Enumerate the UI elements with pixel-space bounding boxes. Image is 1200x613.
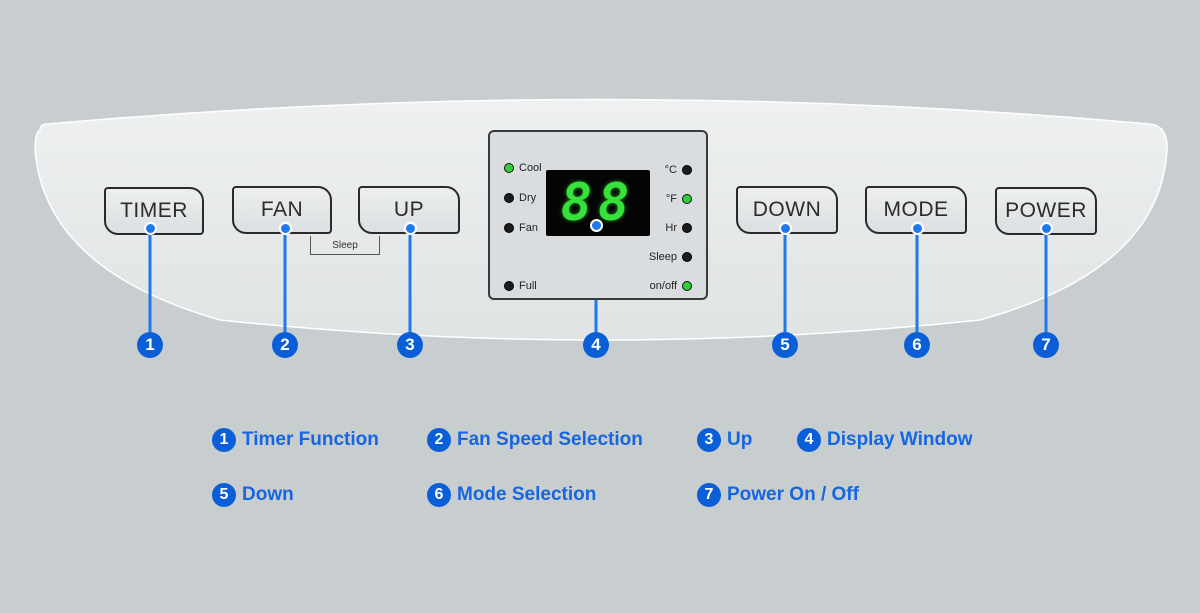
callout-anchor-5: [779, 222, 792, 235]
timer-button[interactable]: TIMER: [104, 187, 204, 235]
callout-anchor-6: [911, 222, 924, 235]
legend-item-3: 3 Up: [697, 428, 752, 452]
indicator-hr-label: Hr: [665, 222, 677, 234]
callout-badge-6: 6: [904, 332, 930, 358]
callout-badge-2: 2: [272, 332, 298, 358]
callout-anchor-4: [590, 219, 603, 232]
indicator-fan-label: Fan: [519, 222, 538, 234]
legend-text-5: Down: [242, 484, 294, 505]
callout-badge-1: 1: [137, 332, 163, 358]
callout-anchor-7: [1040, 222, 1053, 235]
legend-item-2: 2 Fan Speed Selection: [427, 428, 643, 452]
legend-text-4: Display Window: [827, 429, 973, 450]
indicator-celsius-led: [682, 165, 692, 175]
callout-anchor-3: [404, 222, 417, 235]
callout-badge-4: 4: [583, 332, 609, 358]
indicator-fan: Fan: [504, 222, 538, 234]
indicator-hr-led: [682, 223, 692, 233]
legend-text-3: Up: [727, 429, 753, 450]
callout-anchor-1: [144, 222, 157, 235]
legend-badge-1: 1: [212, 428, 236, 452]
legend-text-7: Power On / Off: [727, 484, 859, 505]
indicator-cool-led: [504, 163, 514, 173]
sleep-bracket-label: Sleep: [332, 239, 358, 251]
legend-item-5: 5 Down: [212, 483, 294, 507]
indicator-cool-label: Cool: [519, 162, 542, 174]
indicator-hr: Hr: [665, 222, 692, 234]
legend-text-6: Mode Selection: [457, 484, 597, 505]
legend-item-7: 7 Power On / Off: [697, 483, 859, 507]
indicator-fan-led: [504, 223, 514, 233]
legend-badge-7: 7: [697, 483, 721, 507]
indicator-dry-label: Dry: [519, 192, 537, 204]
legend-text-1: Timer Function: [242, 429, 379, 450]
indicator-full-led: [504, 281, 514, 291]
display-window: Cool Dry Fan Full 88 °C °F Hr Sleep on/o…: [488, 130, 708, 300]
sleep-bracket: Sleep: [310, 236, 380, 255]
indicator-onoff: on/off: [650, 280, 692, 292]
indicator-celsius: °C: [665, 164, 692, 176]
callout-badge-3: 3: [397, 332, 423, 358]
indicator-dry: Dry: [504, 192, 536, 204]
indicator-fahrenheit-label: °F: [665, 193, 677, 205]
indicator-sleep-led: [682, 252, 692, 262]
legend-badge-2: 2: [427, 428, 451, 452]
legend-text-2: Fan Speed Selection: [457, 429, 643, 450]
legend-badge-5: 5: [212, 483, 236, 507]
indicator-celsius-label: °C: [664, 164, 677, 176]
callout-badge-7: 7: [1033, 332, 1059, 358]
indicator-sleep: Sleep: [649, 251, 692, 263]
indicator-onoff-led: [682, 281, 692, 291]
callout-badge-5: 5: [772, 332, 798, 358]
indicator-sleep-label: Sleep: [648, 251, 677, 263]
indicator-cool: Cool: [504, 162, 542, 174]
indicator-fahrenheit: °F: [666, 193, 692, 205]
indicator-dry-led: [504, 193, 514, 203]
legend-item-1: 1 Timer Function: [212, 428, 379, 452]
indicator-full-label: Full: [519, 280, 537, 292]
legend-badge-4: 4: [797, 428, 821, 452]
callout-anchor-2: [279, 222, 292, 235]
legend-item-6: 6 Mode Selection: [427, 483, 596, 507]
legend-item-4: 4 Display Window: [797, 428, 973, 452]
indicator-fahrenheit-led: [682, 194, 692, 204]
indicator-full: Full: [504, 280, 537, 292]
legend-badge-3: 3: [697, 428, 721, 452]
power-button[interactable]: POWER: [995, 187, 1097, 235]
indicator-onoff-label: on/off: [649, 280, 677, 292]
legend-badge-6: 6: [427, 483, 451, 507]
